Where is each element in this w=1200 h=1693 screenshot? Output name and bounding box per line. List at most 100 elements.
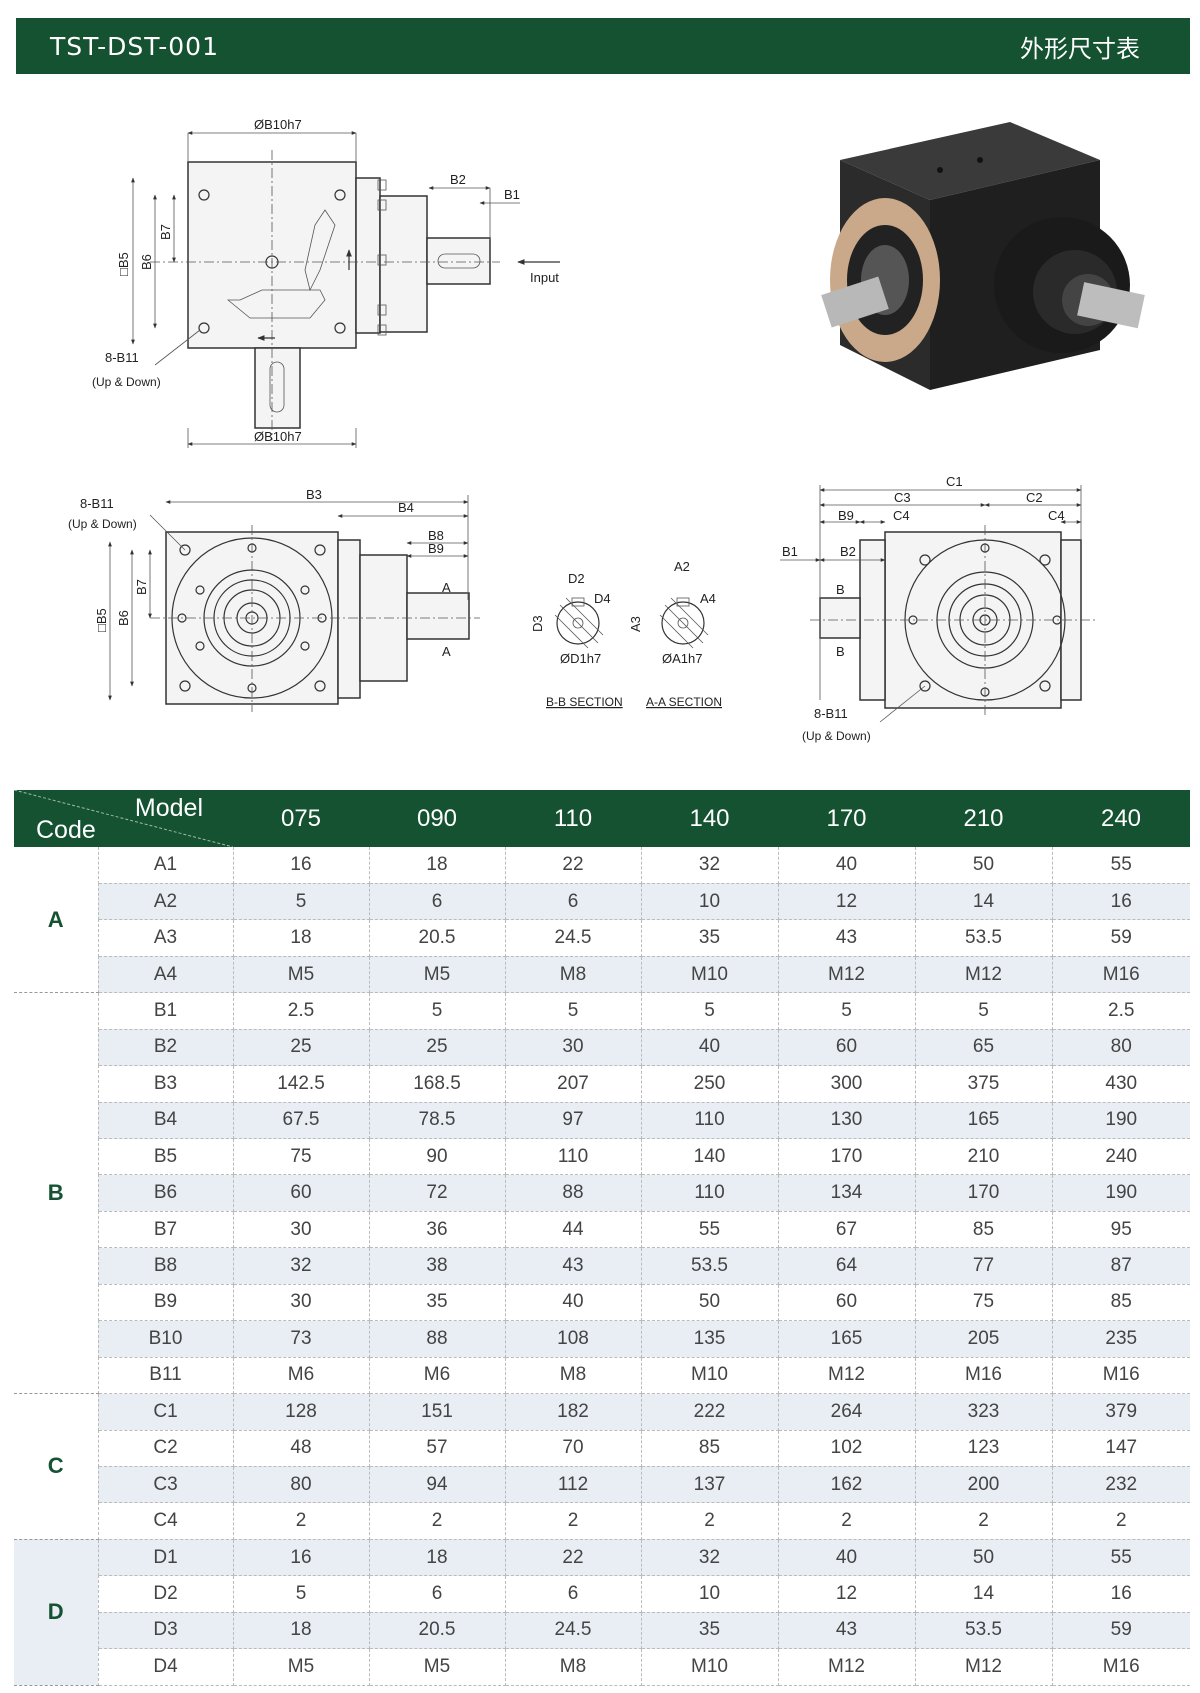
dimension-value: 38 <box>369 1247 506 1285</box>
dimension-value: 16 <box>1052 883 1190 921</box>
dimension-value: M8 <box>505 1357 642 1395</box>
dim-label: ØB10h7 <box>254 117 302 132</box>
dimension-code: B1 <box>98 992 234 1030</box>
dimension-code: B6 <box>98 1174 234 1212</box>
dimension-value: 50 <box>915 1539 1053 1577</box>
dimension-value: 5 <box>641 992 779 1030</box>
dimension-value: 6 <box>369 1575 506 1613</box>
model-header: 170 <box>826 804 867 832</box>
dimension-value: 128 <box>233 1393 370 1431</box>
dimension-value: 22 <box>505 847 642 884</box>
dim-label: (Up & Down) <box>68 517 137 531</box>
dimension-value: 73 <box>233 1320 370 1358</box>
dimension-value: 72 <box>369 1174 506 1212</box>
dimension-value: 32 <box>233 1247 370 1285</box>
dimension-value: 6 <box>505 1575 642 1613</box>
dimension-value: 44 <box>505 1211 642 1249</box>
dimension-value: 59 <box>1052 1612 1190 1650</box>
dimension-value: 53.5 <box>641 1247 779 1285</box>
dimension-value: M10 <box>641 1357 779 1395</box>
dimension-value: 35 <box>369 1284 506 1322</box>
dim-label: B1 <box>782 544 798 559</box>
dimension-value: 90 <box>369 1138 506 1176</box>
dimension-table-wrap: Model Code 075 090 110 140 170 210 240 A… <box>14 790 1190 1686</box>
model-header: 140 <box>689 804 730 832</box>
dim-label: (Up & Down) <box>802 729 871 743</box>
dimension-value: M10 <box>641 1648 779 1686</box>
dimension-value: 94 <box>369 1466 506 1504</box>
corner-model-label: Model <box>134 794 203 822</box>
dimension-value: 60 <box>778 1284 916 1322</box>
dimension-value: 30 <box>505 1029 642 1067</box>
dim-label: B7 <box>134 579 149 595</box>
dimension-code: B8 <box>98 1247 234 1285</box>
dimension-value: 14 <box>915 883 1053 921</box>
dim-label: B4 <box>398 500 414 515</box>
dim-label: A2 <box>674 559 690 574</box>
dimension-value: 95 <box>1052 1211 1190 1249</box>
dim-label: A <box>442 580 451 595</box>
model-header: 075 <box>280 804 322 832</box>
dim-label: B <box>836 644 845 659</box>
dimension-value: 97 <box>505 1102 642 1140</box>
dimension-value: 57 <box>369 1430 506 1467</box>
dimension-value: 151 <box>369 1393 506 1431</box>
dimension-value: 300 <box>778 1065 916 1103</box>
dim-label: D3 <box>530 615 545 632</box>
dimension-value: 78.5 <box>369 1102 506 1140</box>
dimension-value: 65 <box>915 1029 1053 1067</box>
dimension-value: 70 <box>505 1430 642 1467</box>
dimension-code: C3 <box>98 1466 234 1504</box>
dimension-value: M12 <box>915 1648 1053 1686</box>
dimension-value: 50 <box>641 1284 779 1322</box>
dim-label: (Up & Down) <box>92 375 161 389</box>
dim-label: B7 <box>158 224 173 240</box>
dimension-code: A1 <box>98 847 234 884</box>
dim-label: B <box>836 582 845 597</box>
section-drawings: D2 D4 D3 ØD1h7 B-B SECTION A2 A4 A3 ØA1h… <box>530 559 722 709</box>
front-view-drawing: B3 B4 B8 B9 A A □B5 B6 B7 8-B11 (Up & Do… <box>68 487 480 712</box>
dimension-value: 110 <box>641 1102 779 1140</box>
dimension-value: 12 <box>778 883 916 921</box>
model-header: 090 <box>416 804 458 832</box>
dimension-value: 134 <box>778 1174 916 1212</box>
dim-label: B6 <box>139 254 154 270</box>
dimension-value: 30 <box>233 1211 370 1249</box>
dimension-value: 55 <box>1052 1539 1190 1577</box>
dimension-value: 170 <box>915 1174 1053 1212</box>
dim-label: 8-B11 <box>105 350 139 365</box>
dim-label: D4 <box>594 591 611 606</box>
dim-label: A <box>442 644 451 659</box>
side-view-drawing: C1 C3 C2 C4 C4 B9 B1 B2 B B 8-B11 (Up & … <box>780 474 1095 743</box>
dimension-value: 190 <box>1052 1174 1190 1212</box>
dimension-value: 88 <box>369 1320 506 1358</box>
dim-label: Input <box>530 270 559 285</box>
dimension-value: 205 <box>915 1320 1053 1358</box>
dimension-value: M5 <box>233 956 370 994</box>
dimension-value: 43 <box>778 919 916 957</box>
model-header: 210 <box>963 804 1004 832</box>
dim-label: B3 <box>306 487 322 502</box>
header-bar: TST-DST-001 外形尺寸表 <box>16 18 1190 74</box>
dimension-code: B10 <box>98 1320 234 1358</box>
dimension-value: 25 <box>233 1029 370 1067</box>
dimension-value: 140 <box>641 1138 779 1176</box>
dim-label: C4 <box>893 508 910 523</box>
dimension-value: 240 <box>1052 1138 1190 1176</box>
dimension-value: 170 <box>778 1138 916 1176</box>
dimension-value: 18 <box>233 1612 370 1650</box>
dimension-code: A4 <box>98 956 234 994</box>
dimension-value: 40 <box>778 847 916 884</box>
dimension-value: M12 <box>915 956 1053 994</box>
dimension-value: 375 <box>915 1065 1053 1103</box>
dimension-value: M6 <box>369 1357 506 1395</box>
dimension-value: 32 <box>641 847 779 884</box>
